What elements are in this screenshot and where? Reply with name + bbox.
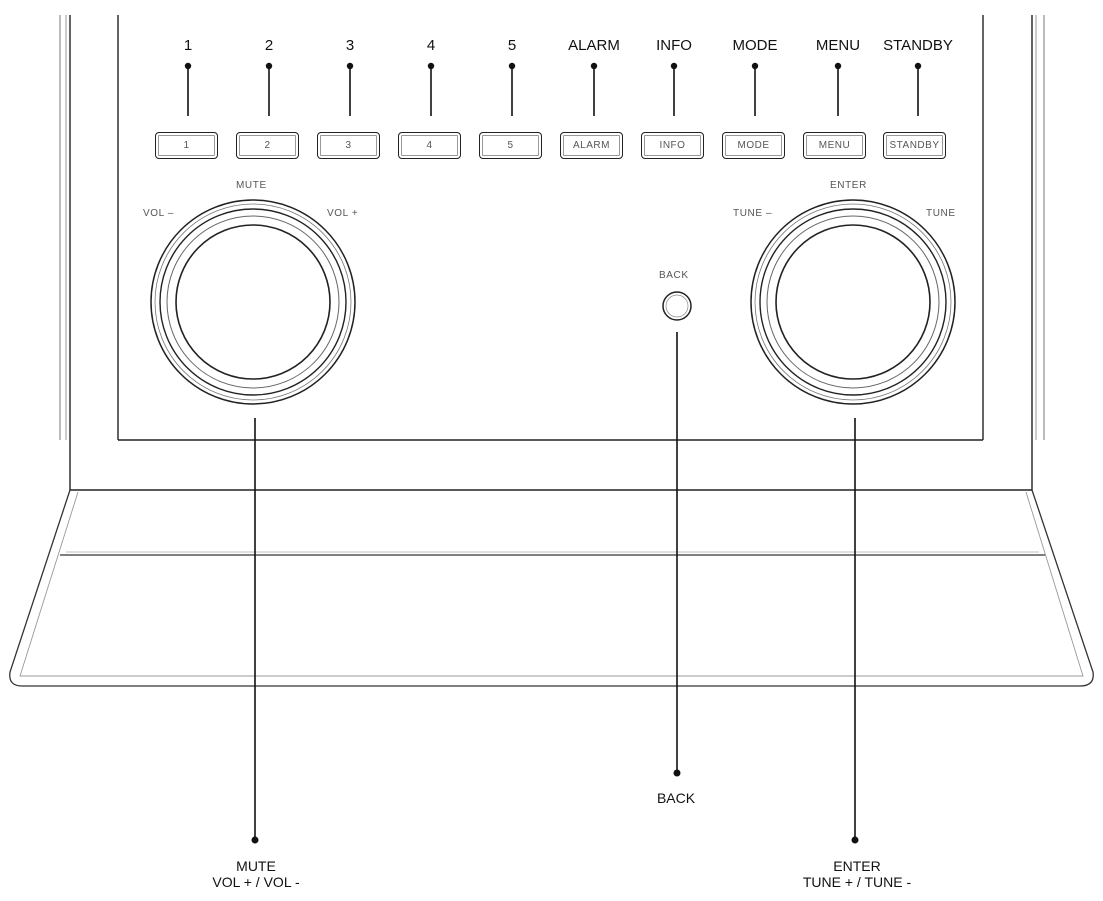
back-callout-line1: BACK	[656, 790, 696, 806]
front-button-preset-5: 5	[479, 132, 542, 159]
cabinet-base	[9, 489, 1094, 687]
enter-leader-dot	[851, 836, 859, 844]
front-button-standby: STANDBY	[883, 132, 946, 159]
callout-dot-standby	[914, 62, 922, 70]
enter-tune-callout: ENTER TUNE + / TUNE -	[803, 858, 911, 890]
callout-label-mode: MODE	[732, 37, 778, 54]
callout-dot-menu	[834, 62, 842, 70]
callout-label-info: INFO	[656, 37, 692, 54]
front-button-label-mode: MODE	[737, 140, 770, 151]
callout-label-preset-2: 2	[264, 37, 274, 54]
front-button-mode: MODE	[722, 132, 785, 159]
volume-knob	[150, 199, 356, 405]
callout-dot-preset-1	[184, 62, 192, 70]
enter-callout-line2: TUNE + / TUNE -	[802, 874, 912, 890]
front-button-menu: MENU	[803, 132, 866, 159]
front-button-label-preset-1: 1	[183, 140, 190, 151]
front-button-label-info: INFO	[659, 140, 686, 151]
left-knob-minus-label: VOL –	[143, 208, 174, 219]
callout-dot-alarm	[590, 62, 598, 70]
front-button-label-preset-2: 2	[264, 140, 271, 151]
front-button-label-preset-5: 5	[507, 140, 514, 151]
left-knob-top-label: MUTE	[236, 180, 267, 191]
top-callout-leaders	[184, 62, 922, 116]
back-button-label: BACK	[659, 270, 689, 281]
callout-label-alarm: ALARM	[568, 37, 620, 54]
back-button-shape	[662, 291, 692, 321]
front-button-preset-3: 3	[317, 132, 380, 159]
left-knob-plus-label: VOL +	[327, 208, 359, 219]
right-knob-plus-label: TUNE	[926, 208, 956, 219]
callout-label-standby: STANDBY	[883, 37, 953, 54]
callout-dot-info	[670, 62, 678, 70]
callout-label-preset-3: 3	[345, 37, 355, 54]
callout-dot-preset-5	[508, 62, 516, 70]
front-button-label-preset-3: 3	[345, 140, 352, 151]
bottom-callout-leaders	[251, 332, 859, 844]
front-button-label-preset-4: 4	[426, 140, 433, 151]
callout-label-preset-1: 1	[183, 37, 193, 54]
mute-callout-line2: VOL + / VOL -	[212, 874, 300, 890]
callout-dot-preset-4	[427, 62, 435, 70]
mute-leader-dot	[251, 836, 259, 844]
back-callout: BACK	[657, 790, 695, 806]
cabinet-outline	[59, 15, 1045, 491]
front-button-alarm: ALARM	[560, 132, 623, 159]
callout-label-menu: MENU	[815, 37, 861, 54]
front-button-preset-4: 4	[398, 132, 461, 159]
enter-callout-line1: ENTER	[833, 858, 881, 874]
callout-dot-mode	[751, 62, 759, 70]
callout-label-preset-4: 4	[426, 37, 436, 54]
front-button-label-alarm: ALARM	[573, 140, 610, 151]
front-button-label-menu: MENU	[818, 140, 851, 151]
right-knob-minus-label: TUNE –	[733, 208, 773, 219]
tune-knob	[750, 199, 956, 405]
mute-volume-callout: MUTE VOL + / VOL -	[212, 858, 299, 890]
callout-dot-preset-2	[265, 62, 273, 70]
front-button-preset-2: 2	[236, 132, 299, 159]
front-button-info: INFO	[641, 132, 704, 159]
mute-callout-line1: MUTE	[236, 858, 276, 874]
right-knob-top-label: ENTER	[830, 180, 867, 191]
callout-label-preset-5: 5	[507, 37, 517, 54]
callout-dot-preset-3	[346, 62, 354, 70]
front-button-label-standby: STANDBY	[889, 140, 940, 151]
front-button-preset-1: 1	[155, 132, 218, 159]
back-leader-dot	[673, 769, 681, 777]
